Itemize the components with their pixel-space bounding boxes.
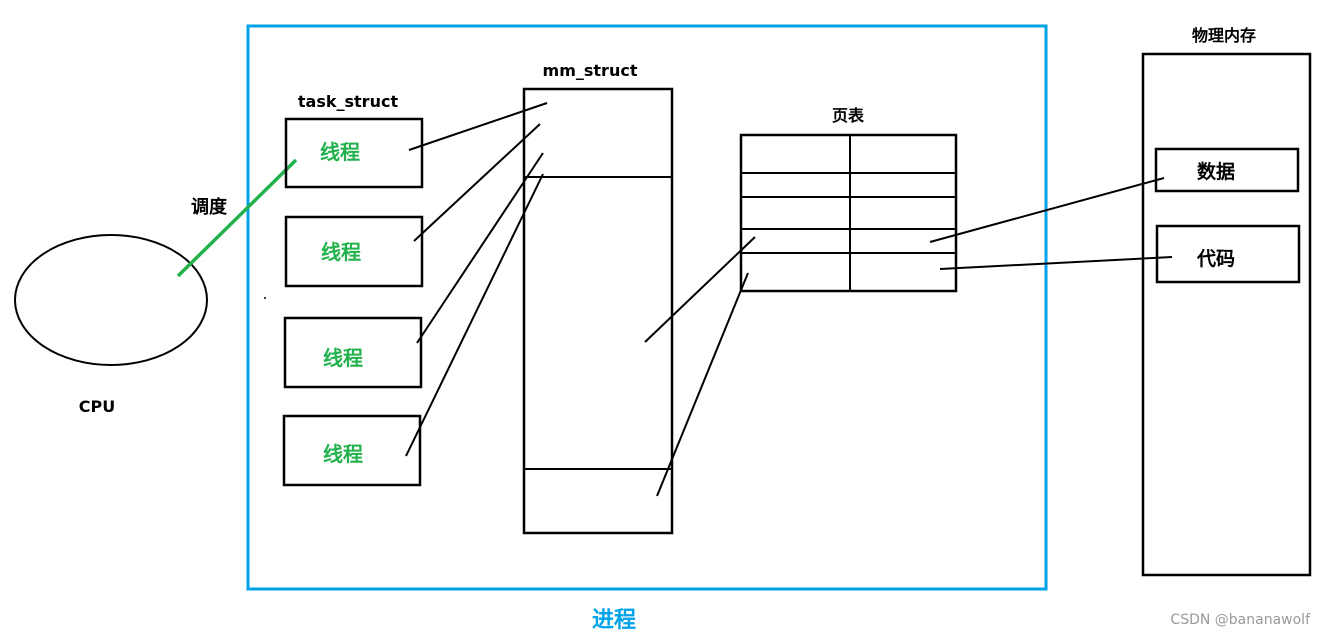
thread-to-mm-line	[416, 152, 544, 344]
thread-label: 线程	[321, 240, 361, 264]
schedule-label: 调度	[191, 196, 228, 218]
mm-struct-box	[522, 87, 674, 535]
data-label: 数据	[1197, 160, 1235, 183]
thread-box	[284, 117, 424, 189]
stray-dot	[264, 297, 266, 299]
thread-to-mm-line	[413, 123, 541, 242]
thread-to-mm-line	[408, 102, 548, 151]
page-table-label: 页表	[832, 106, 865, 125]
thread-to-mm-line	[405, 173, 544, 457]
thread-box	[284, 215, 424, 288]
physical-memory-box	[1141, 52, 1312, 577]
thread-box	[282, 414, 422, 487]
thread-label: 线程	[323, 442, 363, 466]
mm-to-page-table-line	[644, 236, 756, 343]
watermark: CSDN @bananawolf	[1170, 612, 1311, 628]
page-table-to-data-line	[929, 177, 1165, 243]
thread-label: 线程	[320, 140, 360, 164]
process-container	[246, 24, 1048, 591]
data-box	[1154, 147, 1300, 193]
thread-box	[283, 316, 423, 389]
mm-struct-label: mm_struct	[543, 61, 638, 80]
physical-memory-label: 物理内存	[1192, 26, 1256, 45]
process-label: 进程	[592, 608, 636, 633]
mm-to-page-table-line	[656, 272, 749, 497]
page-table-box	[739, 133, 958, 293]
page-table-to-code-line	[939, 256, 1173, 270]
cpu-label: CPU	[79, 397, 115, 416]
code-label: 代码	[1196, 248, 1235, 270]
thread-label: 线程	[323, 346, 363, 370]
code-box	[1155, 224, 1301, 284]
cpu-ellipse	[14, 234, 208, 366]
schedule-line	[176, 158, 298, 278]
task-struct-label: task_struct	[298, 92, 399, 111]
